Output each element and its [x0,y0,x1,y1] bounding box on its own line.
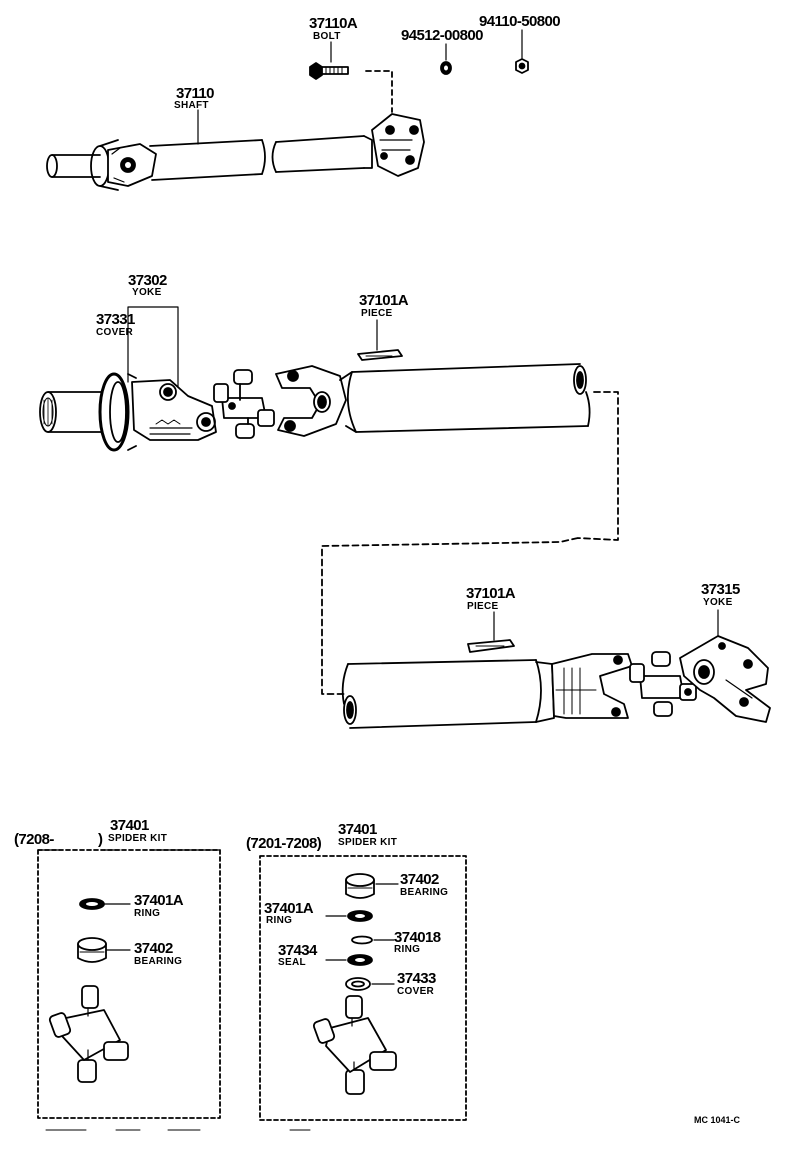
kit-right-ring-b-number: 374018 [394,929,441,946]
kit-right-name: SPIDER KIT [338,837,398,848]
tube-yoke-lower [551,653,633,719]
washer-part [440,61,452,75]
kit-right-number: 37401 [338,821,377,838]
front-yoke-part [131,379,217,441]
kit-left-ring [79,898,131,910]
kit-right-bearing-name: BEARING [400,887,449,898]
balance-piece-2 [467,639,515,653]
kit-left-bearing-number: 37402 [134,940,173,957]
label-washer-number: 94512-00800 [401,27,483,44]
kit-left-bearing [77,937,131,963]
spider-joint-lower [629,651,697,717]
label-shaft-number: 37110 [176,85,214,102]
label-rear-yoke-name: YOKE [703,597,733,608]
propeller-shaft-lower [341,609,771,729]
propeller-tube-lower [341,659,555,729]
label-cover-number: 37331 [96,311,135,328]
kit-left-range-close: ) [98,831,103,848]
label-piece-2-name: PIECE [467,601,499,612]
tube-yoke-middle [275,365,347,437]
kit-right-range: (7201-7208) [246,835,322,852]
kit-right-ring-a [325,910,373,922]
kit-right-seal-number: 37434 [278,942,317,959]
label-piece-1-name: PIECE [361,308,393,319]
bolt-part [309,62,349,80]
kit-right-ring-a-number: 37401A [264,900,314,917]
kit-right-spider [312,995,397,1095]
kit-right-ring-b [351,935,395,945]
kit-right-bearing [345,873,399,899]
kit-left-spider [48,985,129,1083]
kit-right-bearing-number: 37402 [400,871,439,888]
front-slip-yoke [46,139,157,191]
kit-right-cover [345,977,395,991]
label-cover-name: COVER [96,327,134,338]
label-rear-yoke-number: 37315 [701,581,740,598]
connector-dashed-line [321,391,619,695]
label-bolt-number: 37110A [309,15,358,32]
spline-shaft-end [39,391,105,433]
kit-left-number: 37401 [110,817,149,834]
propeller-shaft-middle [39,306,619,695]
kit-left-name: SPIDER KIT [108,833,168,844]
spider-kit-right [259,855,467,1121]
kit-left-ring-name: RING [134,908,161,919]
rear-yoke-part [679,635,771,723]
label-shaft-name: SHAFT [174,100,209,111]
kit-right-cover-number: 37433 [397,970,436,987]
label-bolt-name: BOLT [313,31,341,42]
kit-right-ring-b-name: RING [394,944,421,955]
kit-left-bearing-name: BEARING [134,956,183,967]
spider-kit-left [37,849,221,1119]
shaft-tube-rear [271,135,373,173]
label-front-yoke-number: 37302 [128,272,167,289]
footer-code: MC 1041-C [694,1115,741,1125]
label-piece-2-number: 37101A [466,585,516,602]
balance-piece-1 [357,349,403,361]
label-front-yoke-name: YOKE [132,287,162,298]
yoke-cover-part [98,372,137,452]
kit-right-ring-a-name: RING [266,915,293,926]
label-piece-1-number: 37101A [359,292,409,309]
rear-flange-yoke [371,113,425,177]
assembly-dashed-line [365,70,393,113]
kit-right-cover-name: COVER [397,986,435,997]
propeller-tube-middle [339,363,591,433]
kit-left-ring-number: 37401A [134,892,184,909]
kit-left-range-open: (7208- [14,831,54,848]
kit-right-seal [325,954,373,966]
shaft-tube-front [149,139,266,181]
label-nut-number: 94110-50800 [479,13,561,30]
spider-joint-middle [213,369,275,439]
nut-part [515,58,529,74]
kit-right-seal-name: SEAL [278,957,306,968]
leader-yoke-cover [127,306,179,393]
shaft-assembly-top [46,29,529,191]
